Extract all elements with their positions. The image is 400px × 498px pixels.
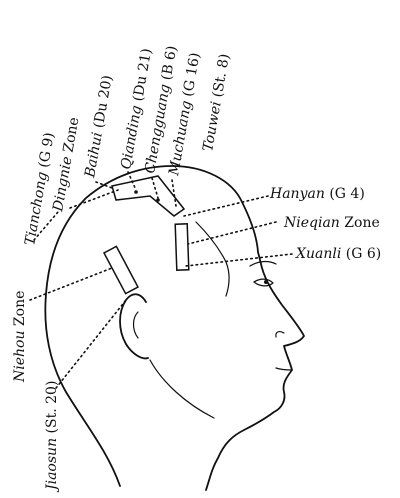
niehou-zone-bar <box>103 245 139 295</box>
leader-niehou <box>29 267 113 301</box>
leader-muchuang <box>171 179 177 207</box>
nostril <box>275 331 285 338</box>
leader-qianding <box>127 171 137 191</box>
leader-dingnie <box>69 189 119 209</box>
point-qianding-marker <box>134 190 138 194</box>
leader-baihui <box>95 181 113 189</box>
ear-inner <box>132 311 139 339</box>
leader-nieqian <box>187 221 277 245</box>
point-chengguang-marker <box>156 198 160 202</box>
eye-pupil <box>264 280 268 284</box>
leader-hanyan <box>183 195 269 217</box>
label-tianchong: Tianchong (G 9) <box>22 131 58 246</box>
label-niehou-zone: Niehou Zone <box>12 291 28 383</box>
leader-jiaosun <box>55 299 127 389</box>
label-baihui: Baihui (Du 20) <box>82 74 116 180</box>
eyebrow <box>249 260 277 267</box>
dingnie-zone-band <box>111 175 186 217</box>
label-nieqian-zone: Nieqian Zone <box>283 215 380 231</box>
label-touwei: Touwei (St. 8) <box>200 53 233 153</box>
leader-tianchong <box>33 211 59 241</box>
leader-lines <box>29 171 293 389</box>
jaw-line <box>149 359 215 419</box>
stimulation-zones <box>103 175 190 295</box>
label-dingnie-zone: Dingnie Zone <box>50 116 82 214</box>
leader-chengguang <box>151 177 159 199</box>
label-jiaosun: Jiaosun (St. 20) <box>44 381 60 493</box>
ear <box>119 293 149 360</box>
nieqian-zone-bar <box>174 223 190 271</box>
eye <box>252 278 274 287</box>
mouth-line <box>275 367 293 371</box>
hairline <box>195 221 230 297</box>
head-outline <box>44 165 305 491</box>
label-xuanli: Xuanli (G 6) <box>295 246 381 262</box>
point-labels: Tianchong (G 9) Dingnie Zone Baihui (Du … <box>12 45 381 493</box>
label-hanyan: Hanyan (G 4) <box>269 186 365 202</box>
